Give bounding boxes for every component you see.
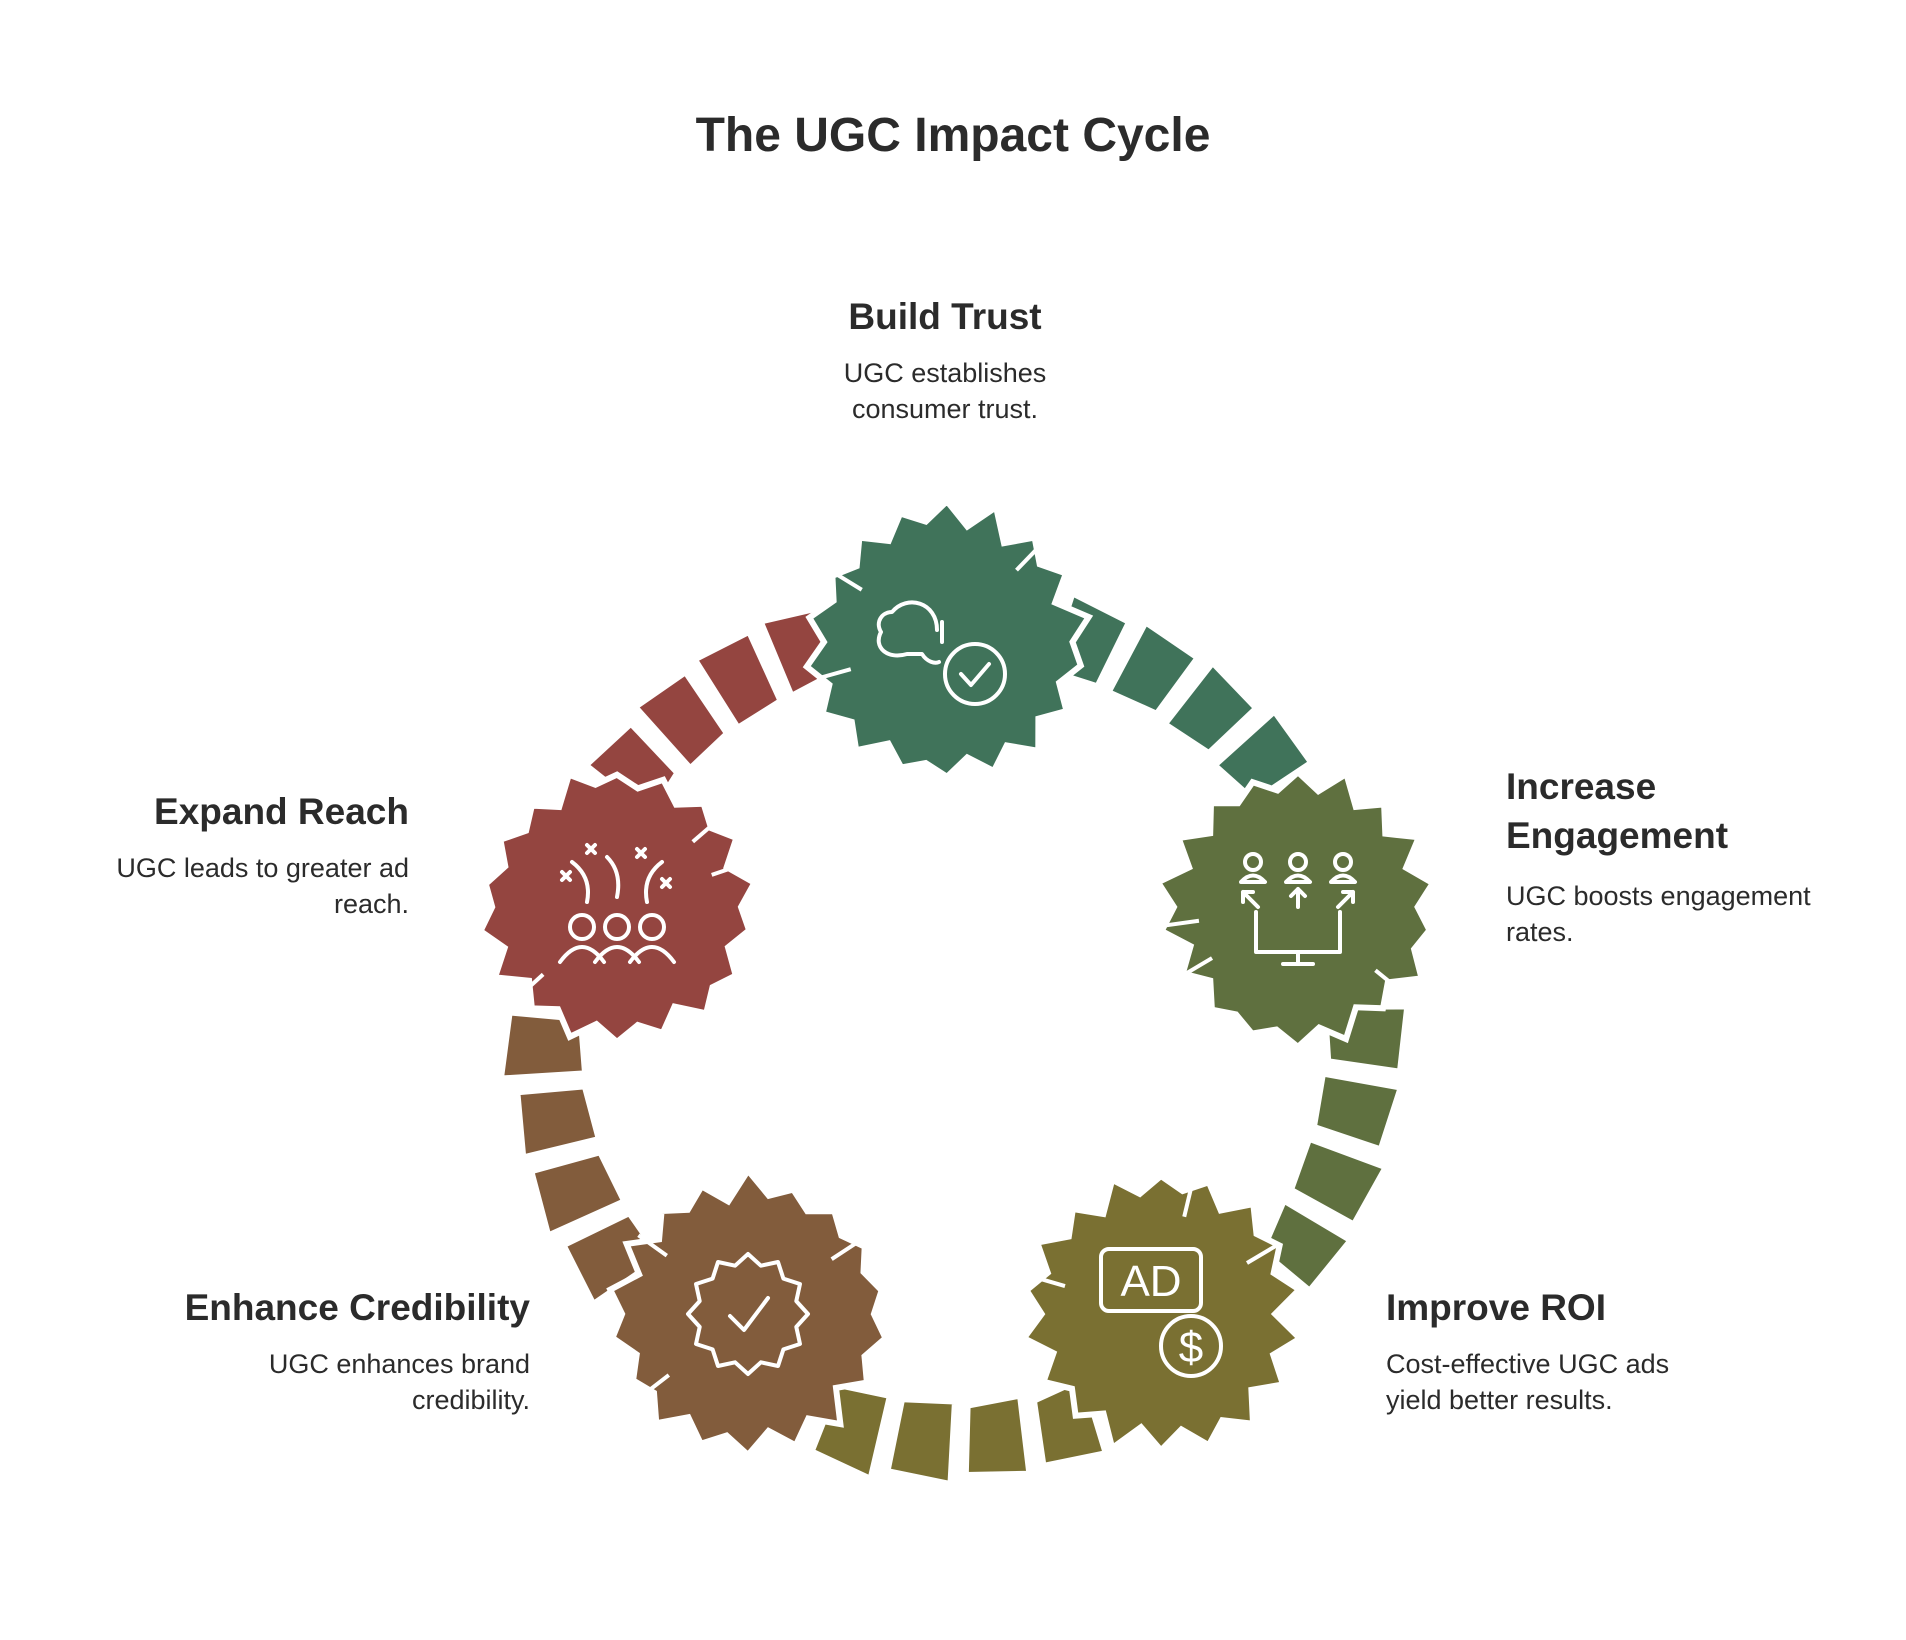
audience-monitor-icon [1239, 852, 1357, 966]
node-enhance-credibility [606, 1165, 890, 1460]
connector-increase-engagement [1259, 1004, 1410, 1294]
step-title: Improve ROI [1386, 1287, 1606, 1328]
head-checkmark-icon [876, 600, 1007, 706]
step-title: Enhance Credibility [184, 1287, 530, 1328]
ad-dollar-icon: AD $ [1099, 1247, 1223, 1378]
svg-text:AD: AD [1120, 1257, 1181, 1306]
step-title: Build Trust [848, 296, 1042, 337]
connector-build-trust [1045, 590, 1315, 804]
node-increase-engagement [1153, 768, 1438, 1051]
node-expand-reach [476, 770, 759, 1046]
step-title: Expand Reach [154, 791, 409, 832]
svg-text:$: $ [1179, 1323, 1203, 1372]
group-celebration-icon [558, 843, 676, 964]
connector-improve-roi [809, 1375, 1109, 1487]
badge-check-icon [686, 1252, 810, 1376]
node-build-trust [802, 496, 1094, 781]
diagram-title: The UGC Impact Cycle [695, 109, 1211, 162]
node-improve-roi: AD $ [1019, 1172, 1305, 1455]
connector-enhance-credibility [498, 1010, 664, 1307]
